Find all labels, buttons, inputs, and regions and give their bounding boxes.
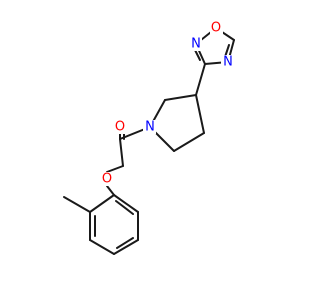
bond-ar-inner-2 (116, 237, 134, 249)
bond-pyr-c5-c4 (173, 132, 205, 152)
atom-label-ring-nitrogen-4: N (223, 55, 233, 70)
bond-ar-c1-c2 (89, 194, 115, 213)
bond-carbonyl-ch2 (119, 138, 124, 167)
bond-ar-c6-c1 (113, 194, 139, 213)
atom-label-ring-oxygen: O (211, 21, 221, 36)
atom-label-ether-oxygen: O (102, 172, 112, 187)
atom-label-carbonyl-oxygen: O (115, 120, 125, 135)
bond-ar-c4-c5 (113, 239, 139, 255)
bond-ar-inner-3 (115, 200, 134, 215)
bond-pyr-c3-c2 (164, 94, 197, 101)
bond-methyl (63, 196, 91, 213)
bond-pyr-c4-c3 (195, 94, 205, 134)
bond-oxadiazole-pyrrolidine (195, 63, 206, 96)
molecule-structure: O N N N O O (63, 21, 235, 255)
atom-label-pyrrolidine-nitrogen: N (145, 120, 155, 135)
molecule-canvas: O N N N O O (63, 21, 235, 255)
bond-ch2-o (106, 165, 124, 173)
bond-o-aryl (106, 185, 115, 196)
atom-label-ring-nitrogen-2: N (191, 37, 201, 52)
bond-ar-c3-c4 (89, 239, 115, 255)
